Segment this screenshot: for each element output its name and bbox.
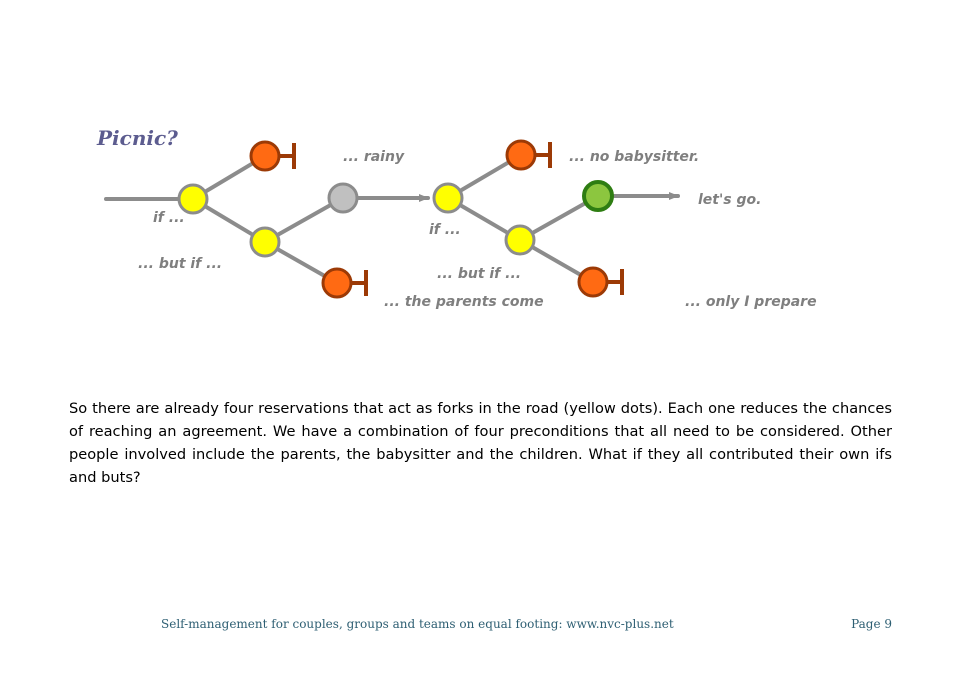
- footer-title: Self-management for couples, groups and …: [161, 617, 674, 631]
- fork-node-1: [177, 183, 209, 215]
- go-node: [582, 180, 614, 212]
- stop-node-1: [249, 140, 296, 172]
- label-if-2: if ...: [429, 222, 461, 238]
- label-but-if-2: ... but if ...: [437, 266, 521, 282]
- stop-node-4: [577, 266, 624, 298]
- label-lets-go: let's go.: [698, 192, 761, 208]
- fork-node-4: [504, 224, 536, 256]
- stop-node-2: [321, 267, 368, 299]
- fork-node-3: [432, 182, 464, 214]
- diagram-title: Picnic?: [96, 126, 178, 150]
- fork-node-2: [249, 226, 281, 258]
- label-no-babysitter: ... no babysitter.: [569, 149, 699, 165]
- label-if-1: if ...: [153, 210, 185, 226]
- label-but-if-1: ... but if ...: [138, 256, 222, 272]
- decision-tree-diagram: Picnic? if ...: [96, 126, 817, 310]
- label-only-i-prepare: ... only I prepare: [685, 294, 817, 310]
- body-paragraph: So there are already four reservations t…: [69, 400, 892, 486]
- neutral-node: [327, 182, 359, 214]
- label-rainy: ... rainy: [343, 149, 405, 165]
- stop-node-3: [505, 139, 552, 171]
- page-number: Page 9: [851, 617, 892, 631]
- label-parents-come: ... the parents come: [384, 294, 544, 310]
